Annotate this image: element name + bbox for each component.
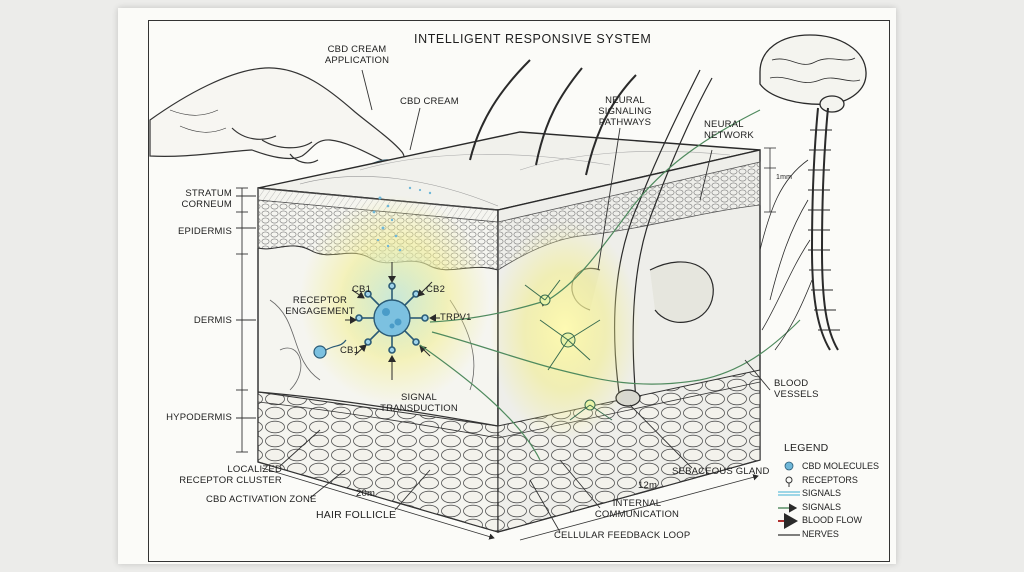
diagram-frame	[148, 20, 890, 562]
legend-label: RECEPTORS	[802, 475, 858, 485]
leader-lines	[236, 69, 771, 533]
label-cb2: CB2	[426, 284, 446, 295]
legend-item-cbd-molecules: CBD MOLECULES	[778, 460, 898, 473]
label-neural-network: NEURAL NETWORK	[704, 119, 754, 141]
label-cb1-left: CB1	[340, 345, 360, 356]
receptor-cluster	[313, 282, 429, 359]
signal-arrows	[345, 262, 440, 380]
legend-item-signals-arrow: SIGNALS	[778, 501, 898, 514]
label-internal-communication: INTERNAL COMMUNICATION	[594, 498, 680, 520]
legend-title: LEGEND	[784, 442, 829, 454]
label-cb1-top: CB1	[352, 284, 372, 295]
cbd-particle-stream	[372, 186, 432, 252]
label-scale-12m: 12m	[638, 480, 658, 491]
label-scale-small: 1mm	[776, 174, 793, 181]
label-cellular-feedback-loop: CELLULAR FEEDBACK LOOP	[554, 530, 691, 541]
legend-item-blood-flow: BLOOD FLOW	[778, 514, 898, 527]
neural-pathways	[419, 109, 801, 461]
legend-symbols	[778, 461, 800, 536]
label-epidermis: EPIDERMIS	[177, 226, 232, 237]
legend-label: SIGNALS	[802, 488, 842, 498]
neural-glow	[490, 220, 640, 440]
label-signal-transduction: SIGNAL TRANSDUCTION	[380, 392, 458, 414]
label-sebaceous-gland: SEBACEOUS GLAND	[672, 466, 770, 477]
neurons	[524, 279, 613, 421]
label-scale-20m: 20m	[356, 488, 376, 499]
small-dimension	[764, 147, 776, 213]
label-neural-signaling-pathways: NEURAL SIGNALING PATHWAYS	[598, 95, 652, 128]
legend-label: SIGNALS	[802, 502, 842, 512]
legend-item-receptors: RECEPTORS	[778, 474, 898, 487]
legend-item-nerves: NERVES	[778, 528, 898, 541]
scale-lines	[261, 467, 759, 541]
label-localized-receptor-cluster: LOCALIZED RECEPTOR CLUSTER	[179, 464, 282, 486]
hand-illustration	[149, 67, 405, 166]
label-cbd-activation-zone: CBD ACTIVATION ZONE	[206, 494, 317, 505]
legend: CBD MOLECULES RECEPTORS SIGNALS SIGNALS …	[778, 459, 898, 549]
label-hair-follicle: HAIR FOLLICLE	[316, 509, 397, 521]
label-hypodermis: HYPODERMIS	[166, 412, 232, 423]
label-blood-vessels: BLOOD VESSELS	[774, 378, 819, 400]
legend-item-signals-wave: SIGNALS	[778, 487, 898, 500]
legend-label: CBD MOLECULES	[802, 461, 880, 471]
label-stratum-corneum: STRATUM CORNEUM	[181, 188, 232, 210]
legend-label: NERVES	[802, 529, 839, 539]
hair-strands	[469, 59, 637, 176]
label-receptor-engagement: RECEPTOR ENGAGEMENT	[285, 295, 355, 317]
diagram-title: INTELLIGENT RESPONSIVE SYSTEM	[414, 32, 652, 46]
label-cbd-cream-application: CBD CREAM APPLICATION	[324, 44, 390, 66]
legend-label: BLOOD FLOW	[802, 515, 863, 525]
brain-spine-illustration	[759, 34, 867, 351]
label-dermis: DERMIS	[193, 315, 232, 326]
label-trpv1: TRPV1	[440, 312, 472, 323]
label-cbd-cream: CBD CREAM	[400, 96, 459, 107]
